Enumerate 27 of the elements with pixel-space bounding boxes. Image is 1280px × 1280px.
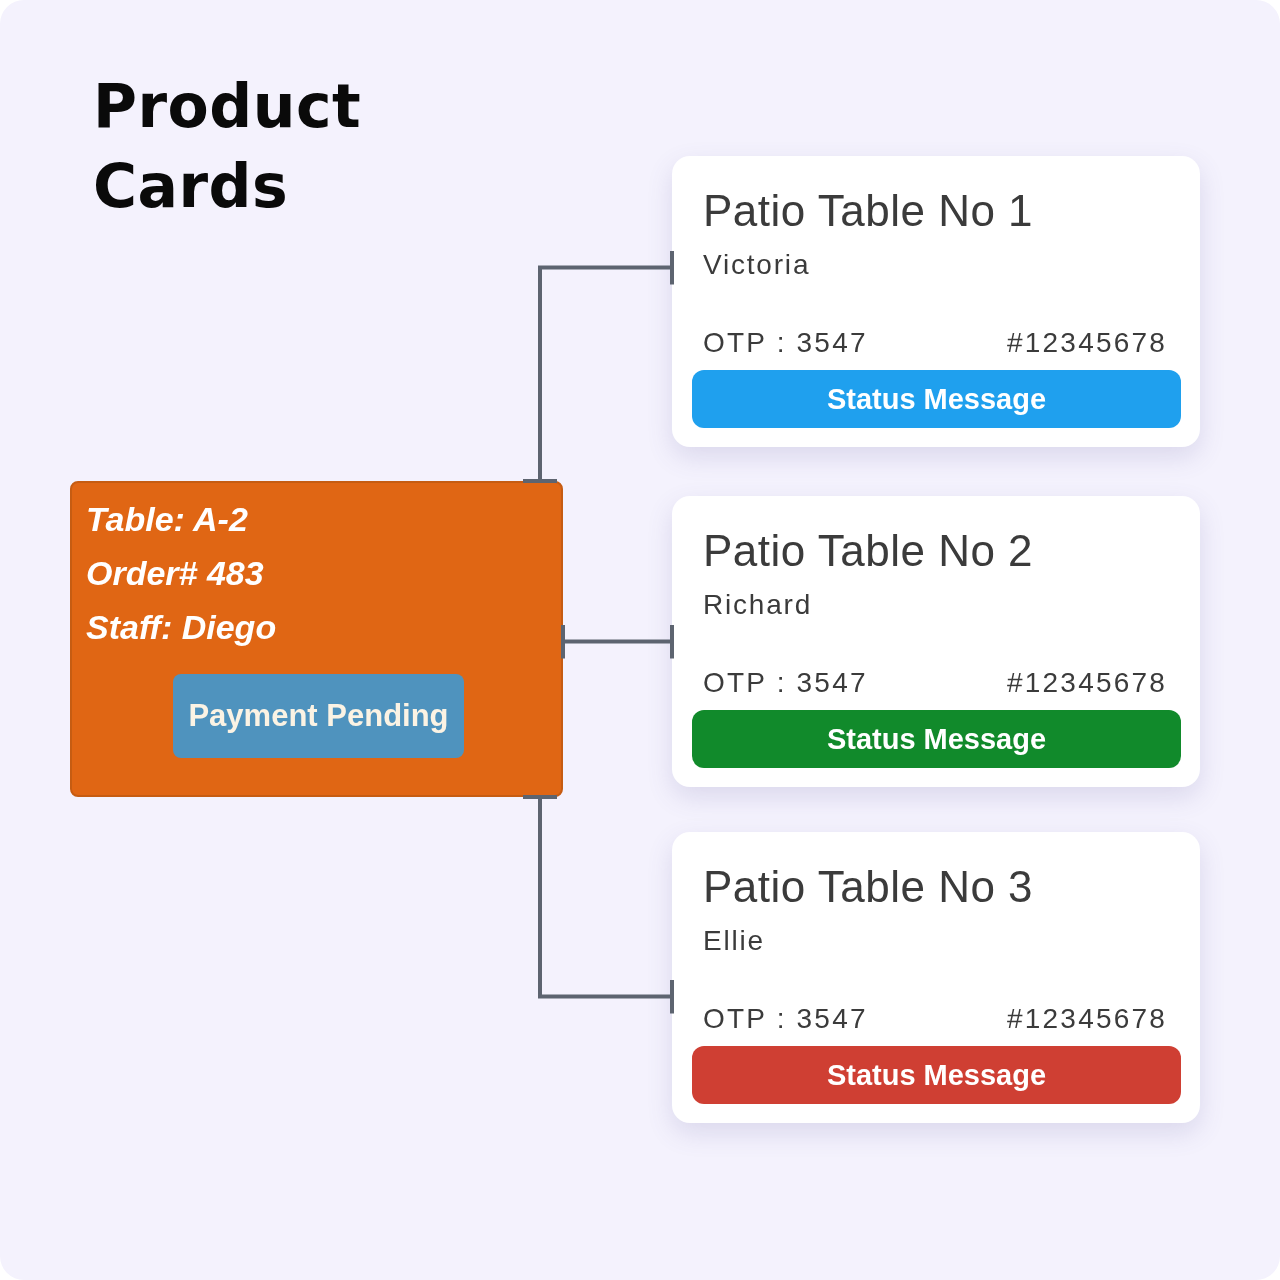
- otp-code: OTP : 3547: [703, 327, 868, 359]
- order-number: #12345678: [1007, 667, 1167, 699]
- order-number: #12345678: [1007, 1003, 1167, 1035]
- card-title: Patio Table No 3: [703, 862, 1034, 912]
- customer-name: Victoria: [703, 249, 811, 281]
- product-card: [672, 156, 1200, 447]
- card-title: Patio Table No 2: [703, 526, 1034, 576]
- connector-line: [523, 795, 674, 1014]
- connector-line: [523, 250, 674, 483]
- order-card: [70, 481, 563, 797]
- status-message-bar: Status Message: [692, 1046, 1181, 1104]
- table-label: Table: A-2: [86, 499, 248, 539]
- payment-status-pill: Payment Pending: [173, 674, 464, 758]
- product-card: [672, 496, 1200, 787]
- customer-name: Ellie: [703, 925, 765, 957]
- page-title: Product Cards: [93, 70, 363, 223]
- otp-code: OTP : 3547: [703, 667, 868, 699]
- status-message-bar: Status Message: [692, 710, 1181, 768]
- otp-code: OTP : 3547: [703, 1003, 868, 1035]
- product-card: [672, 832, 1200, 1123]
- card-title: Patio Table No 1: [703, 186, 1034, 236]
- order-label: Order# 483: [86, 553, 264, 593]
- staff-label: Staff: Diego: [86, 607, 277, 647]
- order-number: #12345678: [1007, 327, 1167, 359]
- customer-name: Richard: [703, 589, 813, 621]
- status-message-bar: Status Message: [692, 370, 1181, 428]
- connector-line: [561, 624, 674, 659]
